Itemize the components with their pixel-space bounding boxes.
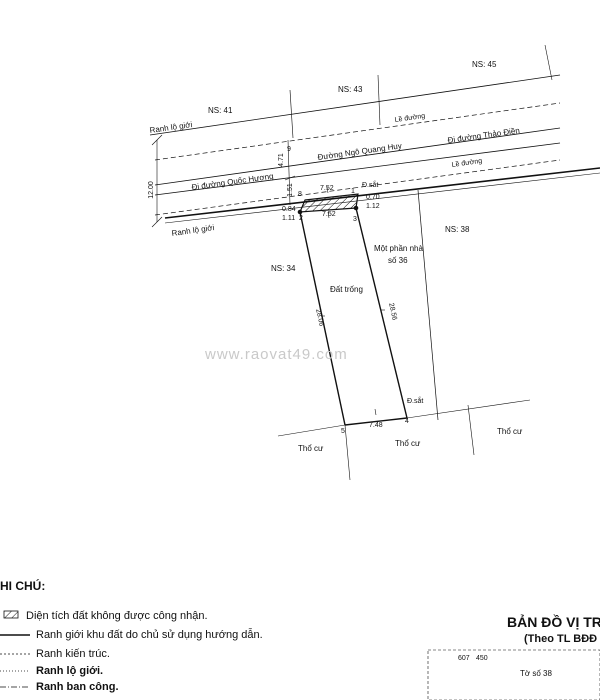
ns38-boundary	[417, 189, 439, 421]
road-centre-line	[154, 142, 561, 196]
lower-left-boundary	[277, 424, 346, 437]
top-parcel-separator-2	[377, 74, 381, 126]
legend: HI CHÚ: Diện tích đất không được công nh…	[0, 578, 263, 693]
road-edge-bottom-label: Lề đường	[451, 156, 483, 169]
point-5: 5	[341, 428, 345, 435]
parcel-ns38: NS: 38	[445, 225, 470, 234]
parcel-ns41: NS: 41	[208, 106, 233, 115]
dim-setback-b: 1.51	[287, 183, 294, 197]
dim-back: 7.48	[369, 422, 383, 429]
point-3: 3	[353, 216, 357, 223]
hatched-area	[299, 193, 359, 213]
point-2: 2	[299, 215, 303, 222]
plot-land-use: Đất trống	[330, 285, 363, 294]
point-1: 1	[351, 188, 355, 195]
title-block-title: BẢN ĐỒ VỊ TR	[507, 613, 600, 630]
parcel-ns45: NS: 45	[472, 60, 497, 69]
dim-left-a: 0.84	[282, 206, 296, 213]
lower-parcel-3: Thổ cư	[497, 427, 523, 436]
main-road-label: Đường Ngô Quang Huy	[317, 141, 402, 162]
top-parcel-separator-3	[544, 44, 553, 81]
left-branch-label: Đi đường Quốc Hương	[191, 172, 274, 192]
dim-setback-a: 4.71	[278, 153, 285, 167]
point-4: 4	[405, 418, 409, 425]
dim-right-b: 1.12	[366, 203, 380, 210]
dim-right-a: 0.70	[366, 194, 380, 201]
plot-left-side	[299, 211, 346, 426]
dim-left-b: 1.11	[282, 215, 295, 222]
corner-mark-top: Đ.sắt	[362, 180, 378, 189]
subject-plot	[297, 186, 408, 426]
lower-parcel-lines	[277, 399, 531, 481]
legend-item-1: Diện tích đất không được công nhận.	[26, 610, 208, 622]
sheet-ref: 607	[458, 655, 470, 662]
dim-side-left: 28.06	[314, 308, 325, 327]
plot-right-side	[355, 207, 408, 419]
upper-lot-boundary	[149, 74, 561, 136]
parcel-ns34: NS: 34	[271, 264, 296, 273]
boundary-label-top: Ranh lộ giới	[149, 120, 193, 135]
right-branch-label: Đi đường Thảo Điền	[447, 126, 520, 145]
top-parcel-separator-1	[289, 89, 294, 139]
legend-hatch-swatch	[3, 610, 19, 619]
road-edge-top-label: Lề đường	[394, 111, 426, 124]
lower-parcel-2: Thổ cư	[395, 439, 421, 448]
corner-mark-bottom: Đ.sắt	[407, 396, 423, 405]
legend-item-4: Ranh lộ giới.	[36, 665, 103, 677]
legend-item-2: Ranh giới khu đất do chủ sử dụng hướng d…	[36, 628, 263, 641]
lower-divider-1	[344, 424, 351, 481]
boundary-label-bottom: Ranh lộ giới	[171, 223, 215, 238]
upper-road-line	[154, 127, 561, 186]
lower-parcel-1: Thổ cư	[298, 444, 324, 453]
watermark: www.raovat49.com	[204, 346, 348, 363]
neighbor-number: số 36	[388, 256, 408, 265]
dim-front-bottom: 7.52	[322, 211, 336, 218]
setback-dim	[287, 139, 291, 206]
lower-road-edge	[154, 159, 561, 216]
title-block-frame	[427, 649, 600, 700]
legend-item-5: Ranh ban công.	[36, 681, 119, 693]
parcel-ns43: NS: 43	[338, 85, 363, 94]
lower-divider-2	[467, 404, 475, 456]
point-9: 9	[287, 146, 291, 153]
sheet-ref-b: 450	[476, 655, 488, 662]
dim-side-right: 28.56	[387, 302, 398, 321]
legend-item-3: Ranh kiến trúc.	[36, 648, 110, 660]
sheet-label: Tờ số 38	[520, 669, 552, 678]
dim-road-width: 12.00	[148, 181, 155, 199]
point-8: 8	[298, 191, 302, 198]
title-block: BẢN ĐỒ VỊ TR (Theo TL BĐĐ 607 450 Tờ số …	[427, 613, 600, 700]
lower-boundary-line	[164, 167, 600, 219]
road-lines	[149, 44, 600, 421]
title-block-subtitle: (Theo TL BĐĐ	[524, 633, 597, 645]
legend-title: HI CHÚ:	[0, 578, 45, 593]
lower-boundary-line-2	[164, 172, 600, 224]
plot-rear	[344, 417, 408, 426]
dim-front-top: 7.52	[320, 185, 334, 192]
upper-road-edge	[154, 102, 561, 161]
neighbor-label: Một phần nhà	[374, 244, 423, 253]
